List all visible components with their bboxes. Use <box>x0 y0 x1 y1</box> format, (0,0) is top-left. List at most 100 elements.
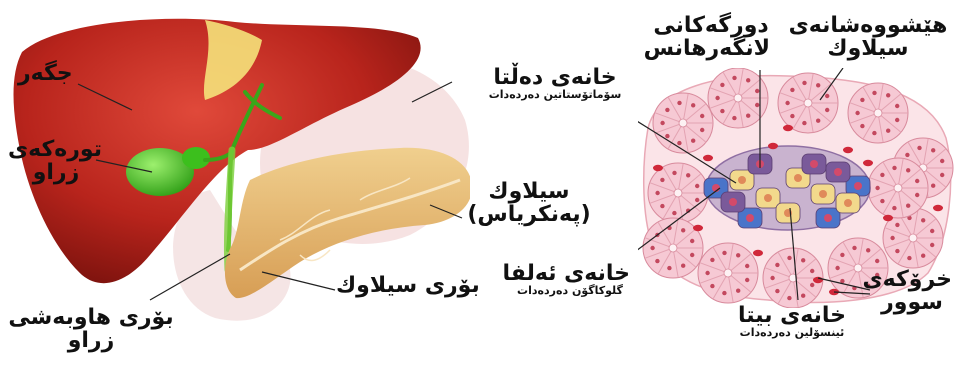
capillaries-label: دورگەکانی لانگەرهانس <box>652 14 770 60</box>
acinar-nucleus <box>880 199 884 203</box>
acinus <box>778 73 838 133</box>
acinar-cells-label: هێشووەشانەی سیلاوك <box>788 14 948 60</box>
acinus <box>648 163 708 223</box>
acinar-nucleus <box>746 114 750 118</box>
delta-cell-name: خانەی دەڵتا <box>480 66 630 89</box>
acinar-nucleus <box>840 279 844 283</box>
acinar-nucleus <box>895 118 899 122</box>
rbc-label-line1: خرۆکەی <box>872 268 952 291</box>
beta-cell-nucleus <box>819 190 827 198</box>
red-blood-cell <box>693 225 703 231</box>
acinar-nucleus <box>681 228 685 232</box>
acinar-nucleus <box>790 88 794 92</box>
alpha-cell-nucleus <box>854 182 862 190</box>
acinus-lumen <box>724 269 732 277</box>
acinar-cells-label-line2: سیلاوك <box>788 37 948 60</box>
alpha-cell-secretes: گلوکاگۆن دەردەدات <box>510 285 630 297</box>
alpha-cell-nucleus <box>746 214 754 222</box>
acinar-nucleus <box>895 223 899 227</box>
acinar-nucleus <box>690 253 694 257</box>
acinus <box>763 248 823 308</box>
acinus-lumen <box>804 99 812 107</box>
acinar-nucleus <box>710 258 714 262</box>
acinar-nucleus <box>775 263 779 267</box>
acinus-lumen <box>674 189 682 197</box>
acinar-nucleus <box>872 91 876 95</box>
red-blood-cell <box>753 250 763 256</box>
red-blood-cell <box>653 165 663 171</box>
acinar-nucleus <box>650 246 654 250</box>
acinar-nucleus <box>755 103 759 107</box>
acinar-nucleus <box>677 141 681 145</box>
alpha-cell-label: خانەی ئەلفا گلوکاگۆن دەردەدات <box>510 262 630 297</box>
acinar-nucleus <box>755 89 759 93</box>
acinar-nucleus <box>892 206 896 210</box>
acinar-nucleus <box>940 159 944 163</box>
acinar-nucleus <box>787 296 791 300</box>
acinar-nucleus <box>787 256 791 260</box>
acinar-cells-label-line1: هێشووەشانەی <box>788 14 948 37</box>
acinus <box>868 158 928 218</box>
islet-of-langerhans <box>704 146 870 230</box>
beta-cell-nucleus <box>738 176 746 184</box>
common-bile-duct-label: بۆری هاوبەشی زراو <box>6 306 176 352</box>
acinar-nucleus <box>691 139 695 143</box>
delta-cell-nucleus <box>729 198 737 206</box>
gallbladder-label: تورەکەی زراو <box>10 138 102 184</box>
acinar-nucleus <box>931 148 935 152</box>
acinar-nucleus <box>665 134 669 138</box>
red-blood-cell <box>933 205 943 211</box>
acinar-nucleus <box>810 283 814 287</box>
acinar-nucleus <box>802 121 806 125</box>
rbc-label-line2: سوور <box>872 291 952 314</box>
acinar-nucleus <box>906 168 910 172</box>
acinar-nucleus <box>700 114 704 118</box>
acinar-nucleus <box>921 218 925 222</box>
acinar-nucleus <box>860 124 864 128</box>
acinus <box>698 243 758 303</box>
acinar-nucleus <box>695 184 699 188</box>
delta-cell-nucleus <box>834 168 842 176</box>
acinar-nucleus <box>695 198 699 202</box>
acinar-nucleus <box>895 104 899 108</box>
gallbladder-label-line1: تورەکەی <box>10 138 102 161</box>
rbc-label: خرۆکەی سوور <box>872 268 952 314</box>
acinar-nucleus <box>686 173 690 177</box>
pancreas-label: سیلاوك (پەنکریاس) <box>464 180 594 226</box>
acinar-nucleus <box>816 83 820 87</box>
acinar-nucleus <box>672 211 676 215</box>
acinar-nucleus <box>660 178 664 182</box>
red-blood-cell <box>863 160 873 166</box>
acinar-nucleus <box>745 278 749 282</box>
common-bile-duct-label-line2: زراو <box>6 329 176 352</box>
acinar-nucleus <box>915 179 919 183</box>
acinar-nucleus <box>700 128 704 132</box>
acinar-nucleus <box>722 291 726 295</box>
acinar-nucleus <box>802 81 806 85</box>
beta-cell-name: خانەی بیتا <box>728 304 856 327</box>
acinar-nucleus <box>906 204 910 208</box>
acinar-nucleus <box>736 289 740 293</box>
acinar-nucleus <box>790 114 794 118</box>
acinar-nucleus <box>875 186 879 190</box>
acinar-nucleus <box>665 108 669 112</box>
delta-cell-secretes: سۆماتۆستاتین دەردەدات <box>480 89 630 101</box>
acinar-nucleus <box>720 83 724 87</box>
acinar-nucleus <box>880 173 884 177</box>
pancreas-label-line1: سیلاوك <box>464 180 594 203</box>
acinar-nucleus <box>801 294 805 298</box>
acinar-nucleus <box>732 76 736 80</box>
acinar-nucleus <box>825 94 829 98</box>
acinar-nucleus <box>681 264 685 268</box>
acinar-nucleus <box>835 266 839 270</box>
acinar-nucleus <box>770 276 774 280</box>
red-blood-cell <box>768 143 778 149</box>
acinar-nucleus <box>840 253 844 257</box>
acinar-nucleus <box>690 239 694 243</box>
red-blood-cell <box>813 277 823 283</box>
pancreas-label-line2: (پەنکریاس) <box>464 203 594 226</box>
acinar-nucleus <box>852 246 856 250</box>
acinar-nucleus <box>810 269 814 273</box>
delta-cell-nucleus <box>810 160 818 168</box>
